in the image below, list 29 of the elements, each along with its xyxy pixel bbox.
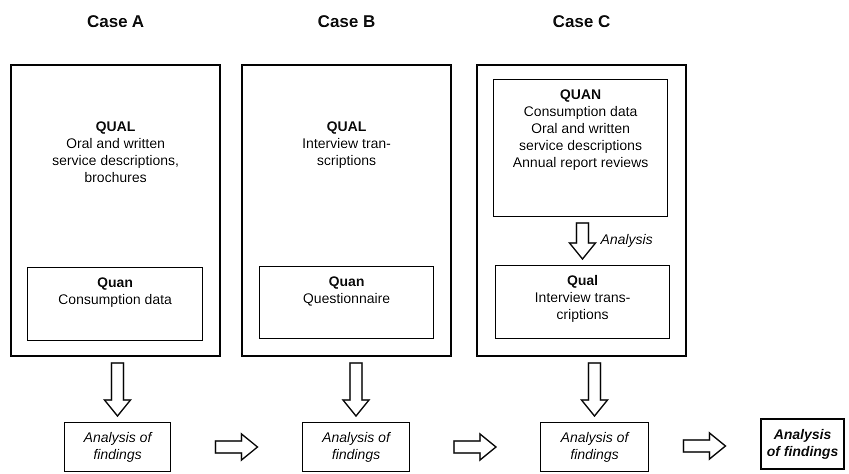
case-title: Case B: [316, 12, 376, 32]
case-title: Case C: [552, 12, 612, 32]
box-text: Consumption data: [58, 291, 172, 308]
box-text: Consumption data: [524, 103, 638, 120]
block-arrow: [214, 432, 259, 462]
block-arrow: [341, 362, 371, 418]
box-heading: Qual: [566, 272, 598, 289]
block-arrow: [102, 362, 132, 418]
block-arrow: [453, 432, 498, 462]
box-text: Oral and written service descriptions: [518, 120, 643, 154]
box-text: Oral and written service descriptions, brochures: [51, 135, 180, 186]
block-arrow: [682, 431, 727, 461]
box-text: Annual report reviews: [512, 154, 648, 171]
box-text: Analysis of findings: [559, 429, 630, 463]
box-heading: Quan: [328, 273, 364, 290]
box-heading: QUAL: [96, 118, 136, 135]
box-heading: Quan: [97, 274, 133, 291]
edge-label: Analysis: [598, 231, 655, 247]
case-title: Case A: [86, 12, 145, 32]
block-arrow: [568, 222, 598, 260]
box-text: Analysis of findings: [82, 429, 154, 463]
box-text: Analysis of findings: [320, 429, 392, 463]
box-text: Questionnaire: [302, 290, 390, 307]
box-text: Interview tran- scriptions: [301, 135, 392, 169]
box-heading: QUAL: [326, 118, 366, 135]
box-text: Interview trans- criptions: [534, 289, 632, 323]
box-heading: QUAN: [560, 86, 602, 103]
block-arrow: [580, 362, 610, 418]
box-text: Analysis of findings: [766, 426, 839, 460]
